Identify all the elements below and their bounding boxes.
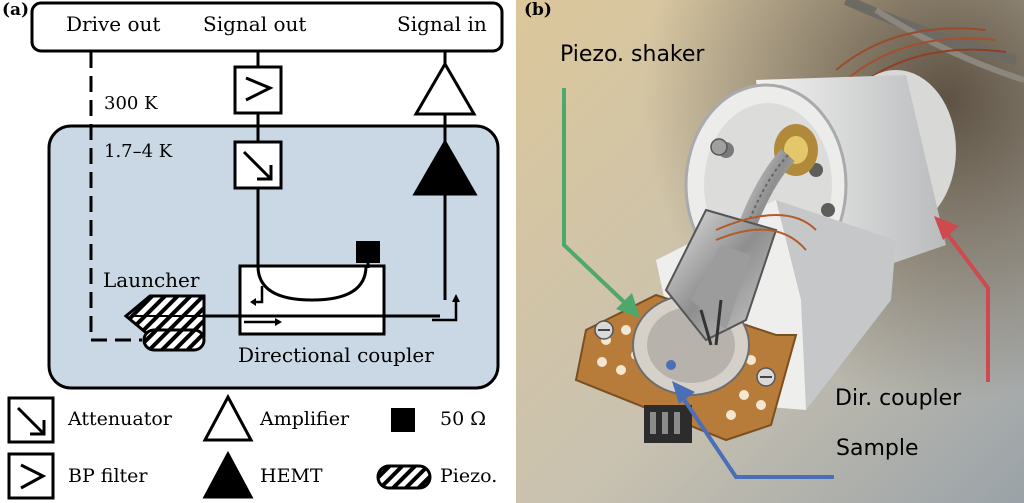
directional-coupler-label: Directional coupler: [238, 343, 434, 367]
directional-coupler-symbol: [238, 241, 386, 336]
drive-out-label: Drive out: [66, 12, 161, 36]
piezo-shaker-label: Piezo. shaker: [560, 42, 705, 67]
launcher-symbol: [123, 294, 206, 352]
bp-filter-symbol: [233, 65, 283, 115]
header-pins: [644, 405, 692, 443]
legend-amplifier-label: Amplifier: [260, 408, 350, 430]
legend-piezo-label: Piezo.: [440, 465, 498, 487]
piezo-shaker-arrow: [562, 88, 640, 318]
drive-line: [89, 52, 142, 342]
legend-amplifier-icon: [202, 393, 254, 442]
sample-holder-photo: [516, 0, 1024, 503]
sample-arrow: [672, 381, 834, 479]
panel-b-tag: (b): [524, 0, 552, 20]
sample-label: Sample: [836, 436, 919, 461]
schematic-diagram: [7, 1, 504, 500]
panel-a-tag: (a): [2, 0, 30, 20]
output-arrow: [452, 294, 460, 302]
attenuator-symbol: [233, 140, 283, 190]
amplifier-symbol: [413, 61, 477, 116]
legend-bp-filter-icon: [7, 452, 55, 500]
temp-300k-label: 300 K: [104, 93, 158, 114]
legend-hemt-icon: [202, 450, 254, 499]
temp-cold-label: 1.7–4 K: [104, 141, 173, 162]
signal-in-label: Signal in: [397, 12, 487, 36]
signal-out-label: Signal out: [203, 12, 307, 36]
legend-termination-label: 50 Ω: [440, 408, 486, 430]
dir-coupler-arrow: [934, 216, 990, 382]
screws: [594, 138, 776, 387]
hemt-symbol: [412, 138, 478, 196]
legend-bp-filter-label: BP filter: [68, 465, 148, 487]
launcher-label: Launcher: [103, 268, 200, 292]
background-cables: [835, 0, 1024, 89]
legend-hemt-label: HEMT: [260, 465, 323, 487]
coupler-to-signal-in: [432, 300, 458, 322]
legend-attenuator-label: Attenuator: [68, 408, 172, 430]
instrument-box: [30, 1, 504, 53]
dir-coupler-label: Dir. coupler: [835, 386, 962, 411]
piezo-shaker: [664, 208, 817, 346]
legend-termination-icon: [391, 408, 415, 432]
legend-piezo-icon: [376, 464, 432, 490]
legend-attenuator-icon: [7, 396, 55, 444]
